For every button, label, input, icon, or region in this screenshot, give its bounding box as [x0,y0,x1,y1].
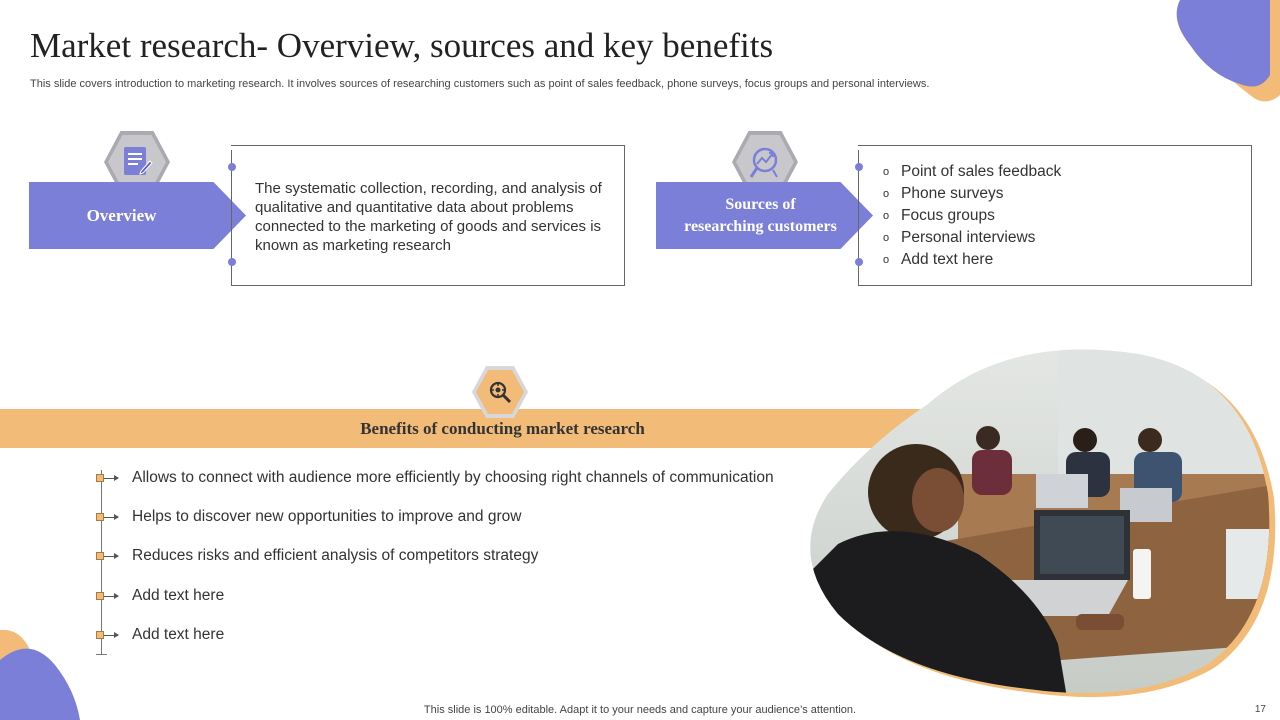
arrow-icon [104,513,119,520]
arrow-icon [104,592,119,599]
list-item: Add text here [96,587,224,605]
overview-box-top-line [231,145,625,146]
bullet-marker [96,552,104,560]
page-subtitle: This slide covers introduction to market… [30,78,930,90]
benefits-title: Benefits of conducting market research [360,418,645,438]
list-item: Add text here [96,626,224,644]
overview-label: Overview [29,182,246,249]
sources-box-right-line [1251,145,1252,286]
list-item: Helps to discover new opportunities to i… [96,508,521,526]
bullet-marker [96,631,104,639]
document-icon [124,147,153,175]
sources-box-top-line [858,145,1252,146]
benefits-timeline-end [96,654,107,655]
overview-box-bottom-line [231,285,625,286]
overview-bracket-dot-top [228,163,236,171]
arrow-icon [104,631,119,638]
corner-decoration-top-right [1176,0,1280,102]
analytics-icon [749,147,778,178]
sources-bracket-dot-top [855,163,863,171]
list-item: Allows to connect with audience more eff… [96,469,774,487]
footer-note: This slide is 100% editable. Adapt it to… [423,704,857,716]
overview-bracket-dot-bottom [228,258,236,266]
team-meeting-photo [810,349,1276,698]
list-item: Reduces risks and efficient analysis of … [96,547,538,565]
overview-box-right-line [624,145,625,286]
page-number: 17 [1254,704,1266,715]
arrow-icon [104,474,119,481]
bullet-marker [96,592,104,600]
sources-box-bottom-line [858,285,1252,286]
overview-bracket [231,150,232,285]
bullet-marker [96,513,104,521]
bullet-marker [96,474,104,482]
arrow-icon [104,552,119,559]
sources-label: Sources of researching customers [656,182,873,249]
magnifier-gear-icon [489,381,512,404]
corner-decoration-bottom-left [0,630,80,720]
sources-bracket-dot-bottom [855,258,863,266]
page-title: Market research- Overview, sources and k… [30,26,774,65]
benefits-banner [0,409,960,448]
benefits-timeline [101,470,102,655]
overview-description: The systematic collection, recording, an… [255,180,602,254]
sources-bracket [858,150,859,285]
